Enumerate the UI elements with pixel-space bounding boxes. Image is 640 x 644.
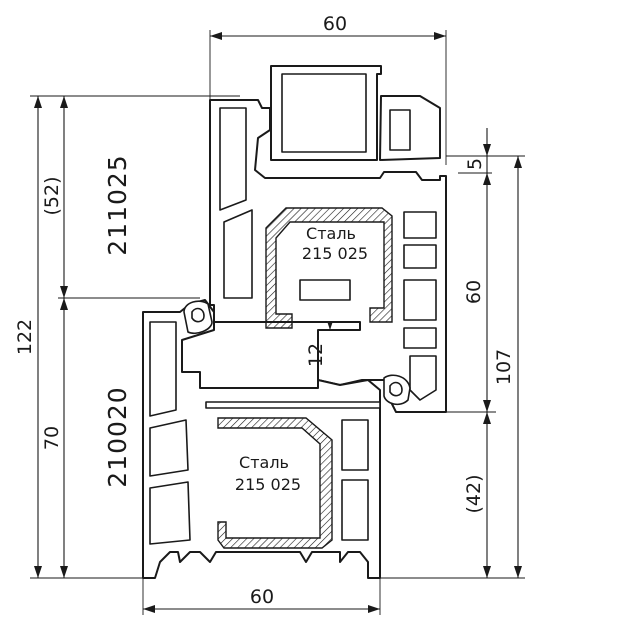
dim-right-upper: 5 — [464, 158, 486, 170]
dim-center-gap: 12 — [305, 343, 327, 367]
steel-reinforcement-upper — [265, 207, 393, 329]
steel-reinforcement-lower — [217, 417, 333, 549]
dim-right-total: 107 — [493, 349, 515, 385]
dim-right-mid: 60 — [463, 280, 485, 304]
gasket-upper — [183, 300, 213, 335]
steel-lower-code: 215 025 — [235, 475, 301, 494]
dim-left-total: 122 — [14, 319, 36, 355]
dim-top-width: 60 — [323, 13, 347, 35]
steel-upper-code: 215 025 — [302, 244, 368, 263]
dim-left-lower: 70 — [41, 426, 63, 450]
dim-right-lower: (42) — [463, 474, 485, 513]
profile-code-lower: 210020 — [103, 386, 132, 487]
dim-bottom-width: 60 — [250, 586, 274, 608]
upper-profile-211025 — [209, 65, 447, 413]
steel-upper-material: Сталь — [306, 224, 356, 243]
gasket-lower — [383, 374, 411, 406]
dim-left-upper: (52) — [41, 176, 63, 215]
steel-lower-material: Сталь — [239, 453, 289, 472]
profile-code-upper: 211025 — [103, 154, 132, 255]
